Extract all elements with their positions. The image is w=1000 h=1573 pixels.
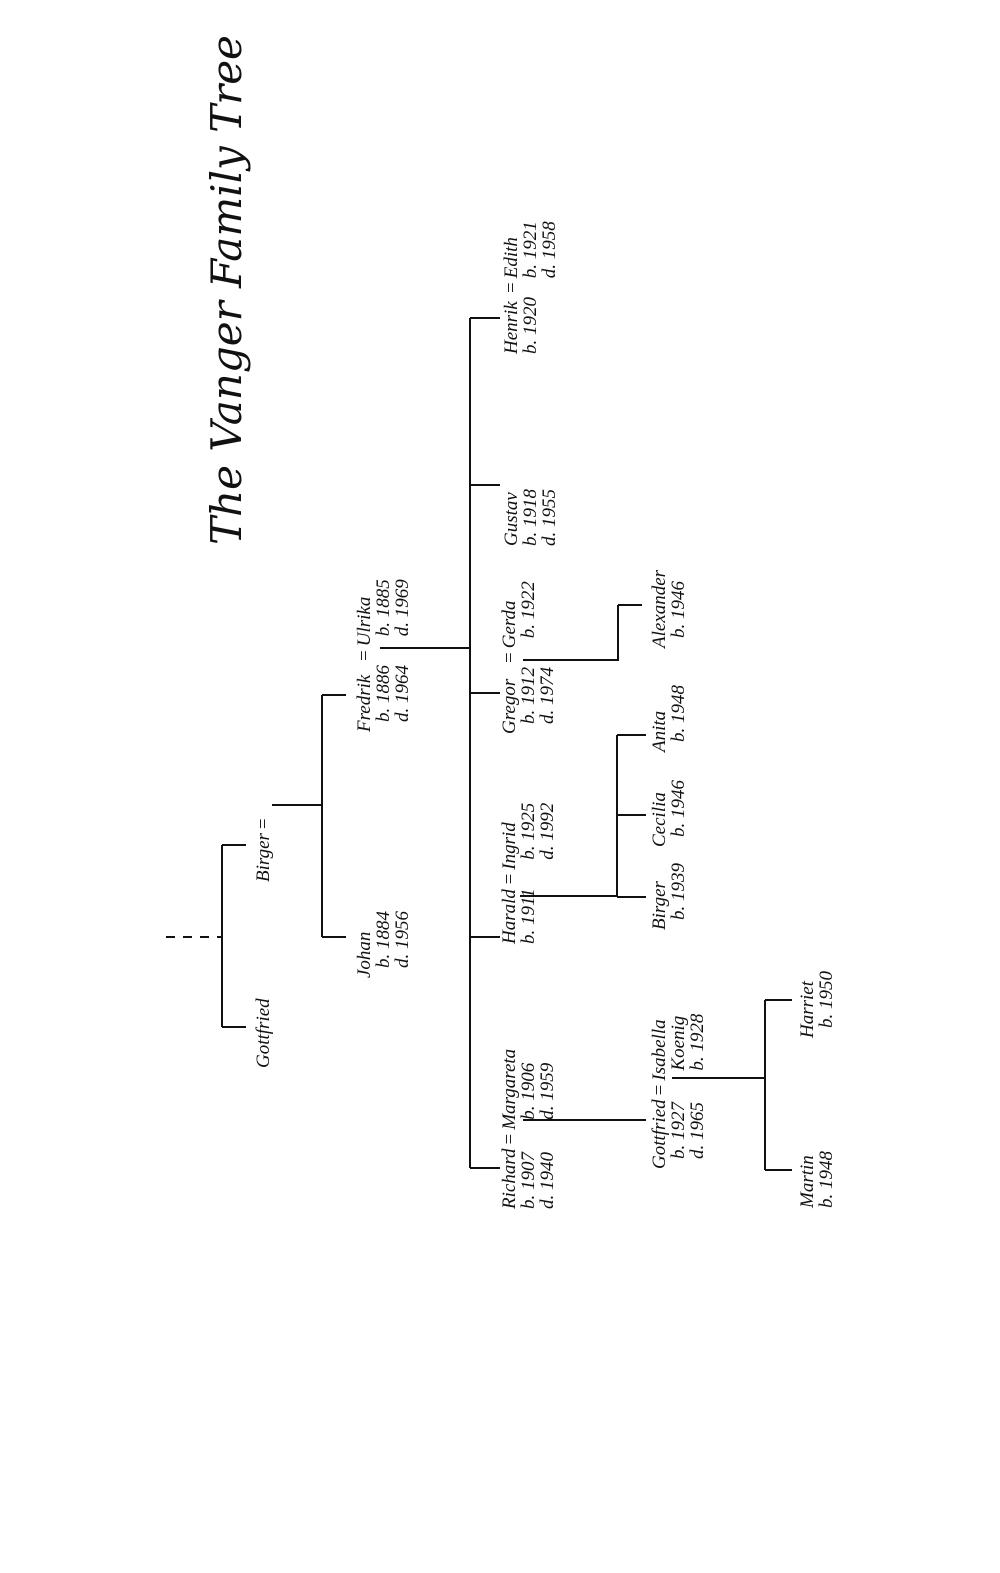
person-name: Cecilia: [649, 792, 670, 847]
person-gottfried-sr: Gottfried: [253, 998, 274, 1068]
person-name: Ulrika: [354, 596, 375, 647]
death-year: d. 1955: [539, 489, 560, 546]
birth-year: b. 1925: [518, 802, 539, 860]
person-name: Alexander: [649, 569, 670, 648]
person-name: Richard: [499, 1148, 520, 1209]
marriage-symbol: =: [354, 650, 375, 661]
birth-year: b. 1921: [520, 221, 541, 279]
person-name: Birger: [649, 881, 670, 930]
marriage-symbol: =: [499, 1133, 520, 1145]
person-name: Harald: [499, 889, 520, 944]
person-name: Isabella: [649, 1019, 670, 1081]
couple-birger-sr: Birger =: [253, 814, 274, 882]
birth-year: b. 1922: [518, 581, 539, 639]
marriage-symbol: =: [499, 652, 520, 663]
person-name: Gottfried: [253, 998, 274, 1068]
birth-year: b. 1950: [816, 971, 837, 1028]
person-name: Birger: [253, 833, 274, 882]
person-name: Fredrik: [354, 674, 375, 732]
marriage-symbol: =: [253, 818, 274, 830]
person-name: Gottfried: [649, 1099, 670, 1169]
birth-year: b. 1911: [518, 888, 539, 944]
person-birger-sr: Birger: [253, 833, 274, 882]
birth-year: b. 1948: [816, 1151, 837, 1208]
person-name: Ingrid: [499, 822, 520, 870]
birth-year: b. 1948: [668, 685, 689, 742]
person-name: Gustav: [501, 492, 522, 546]
birth-year: b. 1946: [668, 780, 689, 837]
death-year: d. 1940: [537, 1152, 558, 1209]
death-year: d. 1956: [392, 911, 413, 968]
death-year: d. 1965: [687, 1102, 708, 1159]
death-year: d. 1992: [537, 802, 558, 860]
death-year: d. 1958: [539, 221, 560, 279]
person-name: Edith: [501, 237, 522, 279]
birth-year: b. 1884: [373, 911, 394, 968]
death-year: d. 1959: [537, 1062, 558, 1120]
birth-year: b. 1927: [668, 1102, 689, 1159]
birth-year: b. 1912: [518, 667, 539, 724]
birth-year: b. 1918: [520, 489, 541, 546]
marriage-symbol: =: [499, 873, 520, 885]
birth-year: b. 1920: [520, 297, 541, 354]
birth-year: b. 1928: [687, 1013, 708, 1071]
birth-year: b. 1906: [518, 1062, 539, 1120]
death-year: d. 1974: [537, 667, 558, 724]
birth-year: b. 1885: [373, 579, 394, 637]
person-name: Margareta: [499, 1048, 520, 1130]
marriage-symbol: =: [649, 1084, 670, 1096]
death-year: d. 1964: [392, 665, 413, 722]
person-name: Anita: [649, 710, 670, 752]
person-name: Gregor: [499, 678, 520, 734]
page-title: The Vanger Family Tree: [202, 35, 251, 545]
person-name: Gerda: [499, 600, 520, 649]
person-name: Harriet: [797, 981, 818, 1038]
birth-year: b. 1907: [518, 1152, 539, 1209]
person-name: Henrik: [501, 301, 522, 354]
surname: Koenig: [668, 1015, 689, 1071]
marriage-symbol: =: [501, 282, 522, 293]
death-year: d. 1969: [392, 579, 413, 637]
person-name: Martin: [797, 1155, 818, 1208]
birth-year: b. 1939: [668, 863, 689, 920]
birth-year: b. 1886: [373, 665, 394, 722]
person-name: Johan: [354, 931, 375, 978]
birth-year: b. 1946: [668, 581, 689, 638]
